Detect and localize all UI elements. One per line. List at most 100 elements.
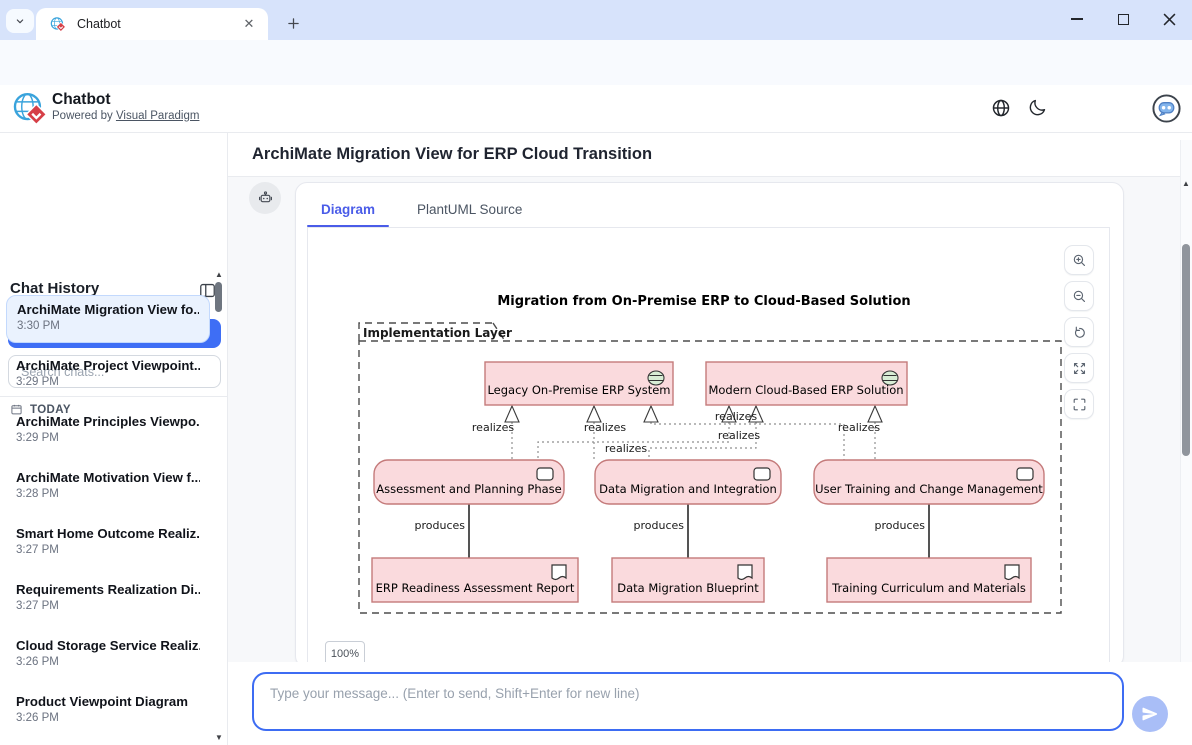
node-deliverable-migration-blueprint: Data Migration Blueprint (611, 557, 765, 603)
node-label: ERP Readiness Assessment Report (376, 581, 575, 595)
browser-toolbar: ai-toolbox.visual-paradigm.com/app/chatb… (0, 40, 1192, 119)
zoom-out-button[interactable] (1064, 281, 1094, 311)
close-window-button[interactable] (1147, 0, 1191, 38)
fit-to-screen-button[interactable] (1064, 353, 1094, 383)
minimize-button[interactable] (1055, 0, 1099, 38)
chat-history-item[interactable]: Cloud Storage Service Realiz... 3:26 PM (6, 632, 210, 680)
chat-history-item[interactable]: ArchiMate Migration View fo... 3:30 PM (6, 295, 210, 343)
composer-bar (228, 662, 1192, 745)
node-label: Training Curriculum and Materials (831, 581, 1026, 595)
page-scrollbar-thumb[interactable] (1182, 244, 1190, 456)
zoom-in-button[interactable] (1064, 245, 1094, 275)
tab-close-button[interactable]: ✕ (243, 16, 255, 31)
chatbot-bubble-icon (1152, 94, 1181, 123)
chat-history-item[interactable]: ArchiMate Project Viewpoint... 3:29 PM (6, 352, 210, 400)
zoom-in-icon (1073, 254, 1085, 266)
today-section-header: TODAY (10, 403, 71, 416)
node-label: Modern Cloud-Based ERP Solution (708, 383, 903, 397)
node-workpackage-assessment: Assessment and Planning Phase (373, 459, 565, 505)
app-title: Chatbot (52, 91, 111, 108)
relationship-label: realizes (472, 421, 514, 434)
chat-item-time: 3:26 PM (16, 712, 59, 724)
node-workpackage-data-migration: Data Migration and Integration (594, 459, 782, 505)
message-input[interactable] (252, 672, 1124, 731)
visual-paradigm-link[interactable]: Visual Paradigm (115, 110, 200, 122)
relationship-label: realizes (718, 429, 760, 442)
chat-item-title: ArchiMate Project Viewpoint... (16, 358, 200, 373)
conversation-title-row (228, 133, 1192, 177)
sidebar-collapse-button[interactable] (196, 279, 218, 301)
node-label: Assessment and Planning Phase (376, 482, 561, 496)
today-label: TODAY (30, 403, 71, 416)
chat-item-title: Product Viewpoint Diagram (16, 694, 188, 709)
chat-item-time: 3:29 PM (16, 432, 59, 444)
zoom-out-icon (1073, 290, 1085, 302)
robot-icon (258, 190, 272, 202)
chat-history-item[interactable]: ArchiMate Motivation View f... 3:28 PM (6, 464, 210, 512)
page-scroll-up-arrow[interactable]: ▲ (1182, 178, 1190, 188)
relationship-label: produces (875, 519, 926, 532)
sidebar-scrollbar-thumb[interactable] (215, 282, 222, 312)
page-title: ArchiMate Migration View for ERP Cloud T… (252, 145, 653, 163)
sidebar-title: Chat History (10, 280, 100, 297)
chat-item-time: 3:27 PM (16, 544, 59, 556)
plus-icon (287, 17, 299, 29)
node-plateau-modern: Modern Cloud-Based ERP Solution (705, 361, 908, 406)
app-logo (13, 92, 48, 126)
browser-tab[interactable]: Chatbot ✕ (36, 8, 268, 40)
result-tabs: Diagram PlantUML Source (307, 196, 536, 227)
dark-mode-button[interactable] (1027, 97, 1051, 121)
node-deliverable-training-materials: Training Curriculum and Materials (826, 557, 1032, 603)
chat-item-title: Requirements Realization Di... (16, 582, 200, 597)
new-tab-button[interactable] (280, 10, 306, 36)
moon-icon (1029, 99, 1046, 116)
chat-item-title: ArchiMate Principles Viewpo... (16, 414, 200, 429)
fullscreen-button[interactable] (1064, 389, 1094, 419)
relationship-label: realizes (605, 442, 647, 455)
group-label: Implementation Layer (363, 326, 512, 340)
reset-rotate-icon (1074, 326, 1085, 338)
powered-by-text: Powered by Visual Paradigm (52, 110, 200, 122)
chat-history-item[interactable]: Requirements Realization Di... 3:27 PM (6, 576, 210, 624)
relationship-label: realizes (838, 421, 880, 434)
sidebar-scroll-down-arrow[interactable]: ▼ (215, 732, 223, 742)
chat-item-title: Cloud Storage Service Realiz... (16, 638, 200, 653)
close-icon (1163, 13, 1175, 25)
browser-titlebar: Chatbot ✕ (0, 0, 1192, 40)
archimate-diagram: Migration from On-Premise ERP to Cloud-B… (358, 294, 1062, 614)
tab-title: Chatbot (77, 17, 121, 31)
maximize-button[interactable] (1101, 0, 1145, 38)
tab-diagram[interactable]: Diagram (307, 196, 390, 227)
chat-history-item[interactable]: Product Viewpoint Diagram 3:26 PM (6, 688, 210, 736)
diagram-title: Migration from On-Premise ERP to Cloud-B… (497, 294, 910, 309)
site-favicon (50, 16, 66, 32)
chat-widget-button[interactable] (1151, 93, 1182, 124)
relationship-label: realizes (584, 421, 626, 434)
language-button[interactable] (990, 97, 1014, 121)
sidebar: Chat History New Chat TODAY ArchiMate Mi… (0, 133, 228, 745)
chat-item-title: ArchiMate Migration View fo... (17, 302, 199, 317)
chat-item-time: 3:27 PM (16, 600, 59, 612)
node-label: Data Migration and Integration (599, 482, 777, 496)
assistant-avatar (249, 182, 281, 214)
tab-search-button[interactable] (6, 9, 34, 33)
reset-view-button[interactable] (1064, 317, 1094, 347)
sidebar-scroll-up-arrow[interactable]: ▲ (215, 269, 223, 279)
chat-item-title: ArchiMate Motivation View f... (16, 470, 200, 485)
sidebar-divider (0, 396, 228, 397)
search-chats-input[interactable] (8, 355, 221, 388)
node-workpackage-user-training: User Training and Change Management (813, 459, 1045, 505)
relationship-label: produces (634, 519, 685, 532)
chat-history-item[interactable]: ArchiMate Principles Viewpo... 3:29 PM (6, 408, 210, 456)
node-label: User Training and Change Management (815, 482, 1043, 496)
tab-plantuml-source[interactable]: PlantUML Source (417, 202, 523, 217)
send-icon (1142, 707, 1158, 721)
fullscreen-icon (1073, 398, 1085, 410)
node-plateau-legacy: Legacy On-Premise ERP System (484, 361, 674, 406)
globe-icon (992, 99, 1010, 117)
node-label: Legacy On-Premise ERP System (487, 383, 670, 397)
chat-history-item[interactable]: Smart Home Outcome Realiz... 3:27 PM (6, 520, 210, 568)
send-button[interactable] (1132, 696, 1168, 732)
expand-arrows-icon (1073, 362, 1085, 374)
